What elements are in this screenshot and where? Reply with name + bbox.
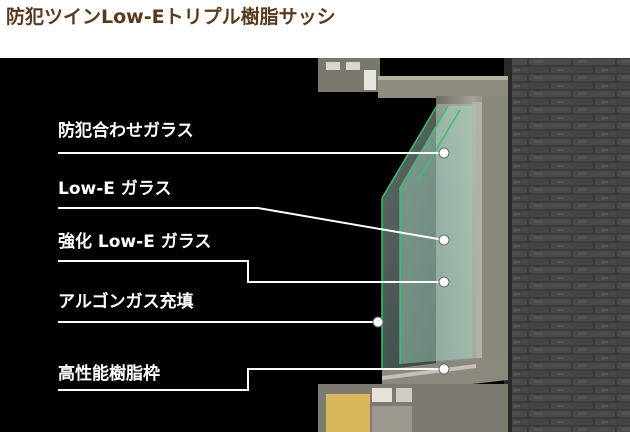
leader-dot-2 — [438, 234, 450, 246]
diagram-stage: 防犯合わせガラス Low-E ガラス 強化 Low-E ガラス アルゴンガス充填… — [0, 58, 630, 432]
page-title: 防犯ツインLow-Eトリプル樹脂サッシ — [6, 6, 336, 28]
leader-line-2 — [58, 207, 445, 241]
leader-lines — [58, 152, 445, 391]
leader-line-3 — [58, 260, 444, 283]
leader-dot-3 — [438, 276, 450, 288]
top-frame-section — [318, 58, 508, 98]
leader-line-5 — [58, 368, 444, 391]
brick-wall — [510, 58, 630, 432]
label-low-e-glass: Low-E ガラス — [58, 179, 172, 199]
leader-dots — [372, 147, 450, 375]
bottom-frame-section — [318, 384, 508, 432]
label-security-laminated-glass: 防犯合わせガラス — [58, 121, 194, 141]
label-argon-gas-fill: アルゴンガス充填 — [58, 292, 194, 312]
label-tempered-low-e-glass: 強化 Low-E ガラス — [58, 232, 212, 252]
label-resin-frame: 高性能樹脂枠 — [58, 364, 160, 384]
window-illustration — [58, 58, 630, 432]
leader-dot-1 — [438, 147, 450, 159]
leader-dot-5 — [438, 363, 450, 375]
leader-dot-4 — [372, 316, 384, 328]
